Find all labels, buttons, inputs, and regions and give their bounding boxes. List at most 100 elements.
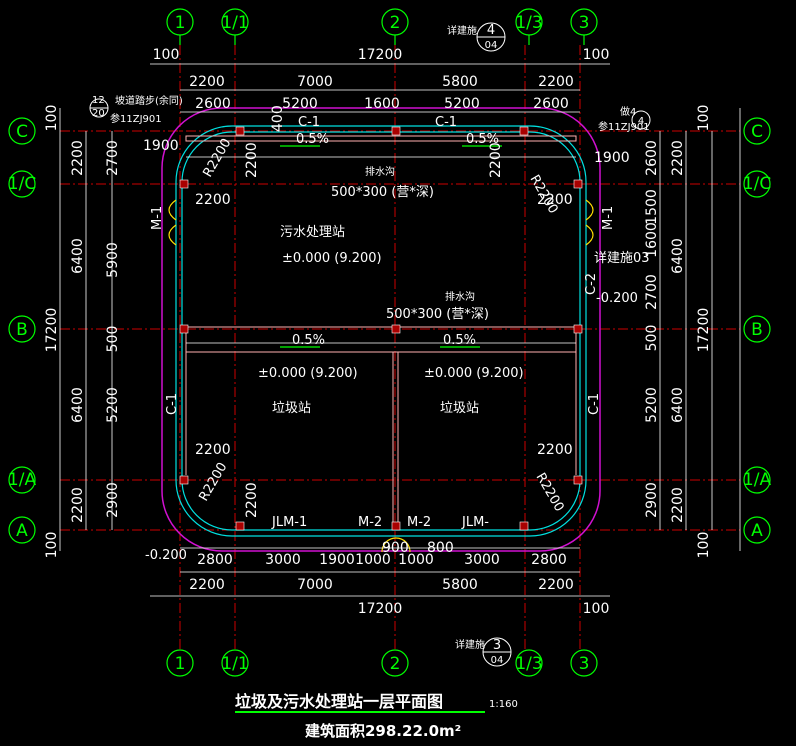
dim-top-inner-4: 5200 [444,96,480,112]
dim-right-edge-top: 100 [696,105,712,132]
axis-label-3-top: 3 [579,13,590,33]
detail-see-bottom: 详建施 [455,638,485,651]
dim-right-mid-2: 6400 [670,238,686,274]
dim-left-inner-2: 5900 [105,242,121,278]
radius-br: R2200 [533,471,567,515]
axis-label-1-1-bottom: 1/1 [221,654,248,674]
dim-right-inner-2: 1500 [644,189,660,225]
bubble-4-top: 4 [487,23,495,38]
dim-top-seg-1: 2200 [189,74,225,90]
inner-dim-400: 400 [270,105,286,132]
radius-tl: R2200 [200,136,234,180]
dim-top-inner-5: 2600 [533,96,569,112]
detail-bubbles [89,22,651,667]
dim-right-inner-3: 1600 [644,222,660,258]
dim-left-outer: 17200 [44,308,60,353]
elevation-label-bottom-right: ±0.000 (9.200) [424,366,524,381]
inner-dim-1900-left: 1900 [143,138,179,154]
dim-top-seg-4: 2200 [538,74,574,90]
dim-left-inner-4: 5200 [105,387,121,423]
axis-label-1A-left: 1/A [8,470,37,490]
inner-dim-br: 2200 [537,442,573,458]
detail-03-note: 详建施03 [594,251,650,266]
inner-dim-800: 800 [427,540,454,556]
doors [168,199,594,553]
axis-label-1A-right: 1/A [743,470,772,490]
dim-top-inner-1: 2600 [195,96,231,112]
axis-label-1C-left: 1/C [8,174,36,194]
dim-bot-seg-2: 7000 [297,577,333,593]
building-area: 建筑面积298.22.0m² [305,722,461,740]
axis-bubbles [8,8,771,677]
dim-bot-inner-7: 2800 [531,552,567,568]
drainage-trench-lines [186,156,576,344]
axis-label-2-top: 2 [390,13,401,33]
inner-dim-v1: 2200 [244,142,260,178]
dim-top-inner-3: 1600 [364,96,400,112]
inner-dim-tr: 2200 [537,192,573,208]
dim-right-inner-1: 2600 [644,140,660,176]
dim-left-inner-3: 500 [105,326,121,353]
dim-left-mid-2: 6400 [70,238,86,274]
dim-top-edge-right: 100 [583,47,610,63]
dim-left-inner-5: 2900 [105,482,121,518]
dim-left-inner-1: 2700 [105,140,121,176]
dim-bot-inner-5: 1000 [398,552,434,568]
dim-left-mid-4: 2200 [70,487,86,523]
window-c1-top-left: C-1 [298,115,320,130]
axis-label-1C-right: 1/C [743,174,771,194]
axis-label-B-left: B [16,320,28,340]
elevation-label-bottom-left: ±0.000 (9.200) [258,366,358,381]
dim-right-inner-5: 500 [644,325,660,352]
inner-dim-900: 900 [382,540,409,556]
drawing-scale: 1:160 [489,699,518,710]
door-m1-right: M-1 [601,206,616,230]
door-jlm1-left: JLM-1 [271,515,307,530]
detail-ramp-note: 坡道踏步(余同) [115,94,183,107]
right-dimensions: 100 17200 100 2200 6400 6400 2200 2600 1… [644,105,712,559]
detail-bubble-text: 4 04 3 04 4 [485,23,645,666]
drawing-title: 垃圾及污水处理站一层平面图 [235,692,443,711]
detail-ref-left: 参11ZJ901 [110,112,162,125]
dim-left-mid-3: 6400 [70,387,86,423]
room-label-wastewater: 污水处理站 [280,225,345,240]
dim-right-inner-4: 2700 [644,274,660,310]
dim-bot-seg-1: 2200 [189,577,225,593]
dim-right-edge-bot: 100 [696,532,712,559]
dim-bot-inner-6: 3000 [464,552,500,568]
site-boundary [161,107,601,552]
room-label-garbage-left: 垃圾站 [272,401,311,416]
detail-ref-right: 参11ZJ901 [598,120,650,133]
bubble-04-top: 04 [485,40,498,51]
detail-right-top: 做4 [620,105,636,118]
dim-bot-inner-2: 3000 [265,552,301,568]
door-m1-left: M-1 [150,206,165,230]
window-c1-right: C-1 [587,393,602,415]
axis-label-A-left: A [16,521,28,541]
window-c1-left: C-1 [165,393,180,415]
dim-top-seg-2: 7000 [297,74,333,90]
dim-bot-seg-4: 2200 [538,577,574,593]
room-label-garbage-right: 垃圾站 [440,401,479,416]
detail-num-12: 12 [92,95,105,106]
detail-see-top: 详建施 [447,24,477,37]
bubble-3-bottom: 3 [493,638,501,653]
axis-label-1-bottom: 1 [175,654,186,674]
inner-dim-v3: 2200 [244,482,260,518]
elevation-outside-left: -0.200 [145,548,187,563]
dim-right-inner-6: 5200 [644,387,660,423]
window-c1-top-right: C-1 [435,115,457,130]
trench-size-mid: 500*300 (营*深) [386,307,489,322]
bubble-4-right: 4 [638,116,644,127]
annotations: 污水处理站 垃圾站 垃圾站 ±0.000 (9.200) ±0.000 (9.2… [92,24,650,651]
window-c2-right: C-2 [584,273,599,295]
dim-left-edge-bot: 100 [44,532,60,559]
door-jlm-right: JLM- [461,515,489,530]
left-dimensions: 100 17200 100 2200 6400 6400 2200 2700 5… [44,105,121,559]
axis-label-1-3-top: 1/3 [515,13,542,33]
axis-label-C-left: C [16,122,28,142]
trench-title-mid: 排水沟 [445,290,475,303]
inner-dim-v2: 2200 [488,142,504,178]
radius-bl: R2200 [196,460,230,504]
